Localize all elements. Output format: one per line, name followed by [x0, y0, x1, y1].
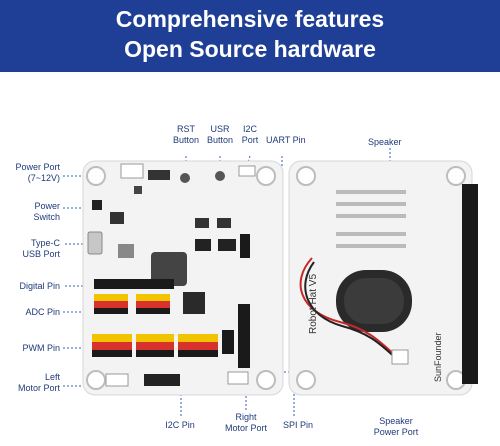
adc-pin-label: ADC Pin — [25, 307, 60, 317]
power-port-label: Power Port (7~12V) — [0, 162, 60, 184]
right-motor-label: Right Motor Port — [218, 412, 274, 434]
board-brand-text: SunFounder — [433, 332, 443, 382]
adc-pin-header — [94, 294, 170, 314]
right-motor-label-line2: Motor Port — [224, 423, 267, 433]
board-illustration: SunFounder Robot Hat V5 — [63, 148, 478, 416]
left-motor-label-line2: Motor Port — [17, 383, 60, 393]
digital-pin-label: Digital Pin — [19, 281, 60, 291]
header-title: Comprehensive features — [115, 6, 385, 32]
i2c-port-label: I2C Port — [236, 124, 264, 146]
i2c-port-label-line1: I2C — [242, 124, 257, 134]
rst-label-line1: RST — [177, 124, 195, 134]
usr-button-label: USR Button — [202, 124, 238, 146]
typec-label: Type-C USB Port — [0, 238, 60, 260]
power-port-range-text: (7~12V) — [27, 173, 60, 183]
spi-pin-label: SPI Pin — [282, 420, 313, 430]
right-motor-label-line1: Right — [235, 412, 257, 422]
header-banner: Comprehensive features Open Source hardw… — [0, 0, 500, 72]
header-subtitle: Open Source hardware — [124, 36, 376, 62]
speaker-power-label-line2: Power Port — [373, 427, 419, 437]
rst-label-line2: Button — [172, 135, 200, 145]
usr-label-line1: USR — [210, 124, 230, 134]
typec-label-line1: Type-C — [30, 238, 60, 248]
speaker-side-board — [288, 160, 478, 396]
power-switch-label-line1: Power — [34, 201, 60, 211]
left-motor-label: Left Motor Port — [0, 372, 60, 394]
rst-button-label: RST Button — [168, 124, 204, 146]
pwm-pin-label: PWM Pin — [22, 343, 60, 353]
speaker-power-label-line1: Speaker — [379, 416, 413, 426]
power-port-label-text: Power Port — [15, 162, 60, 172]
uart-pin-label: UART Pin — [266, 135, 306, 145]
i2c-port-label-line2: Port — [241, 135, 259, 145]
pwm-pin-header — [92, 334, 218, 357]
board-model-text: Robot Hat V5 — [308, 274, 319, 334]
i2c-pin-label: I2C Pin — [165, 420, 195, 430]
robot-hat-board — [82, 160, 284, 396]
power-switch-label-line2: Switch — [33, 212, 60, 222]
speaker-power-port-label: Speaker Power Port — [366, 416, 426, 438]
speaker-label: Speaker — [368, 137, 402, 147]
typec-label-line2: USB Port — [22, 249, 60, 259]
left-motor-label-line1: Left — [44, 372, 60, 382]
usr-label-line2: Button — [206, 135, 234, 145]
power-switch-label: Power Switch — [0, 201, 60, 223]
